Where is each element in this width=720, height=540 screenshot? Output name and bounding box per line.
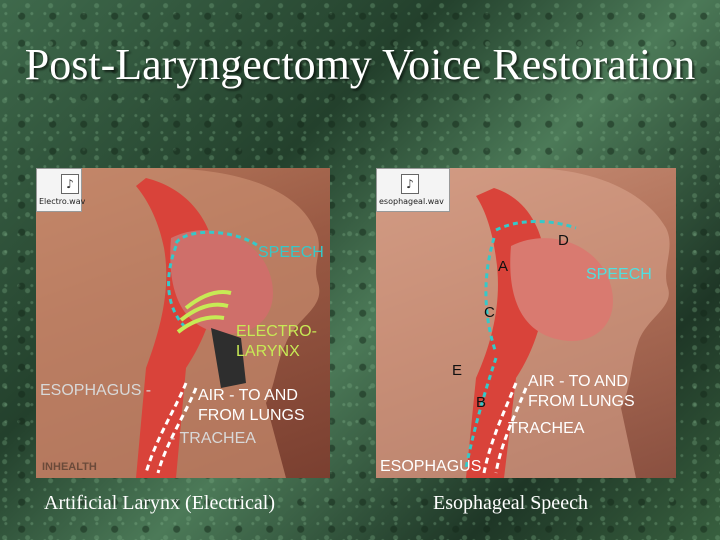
audio-file-name: esophageal.wav	[379, 197, 444, 206]
trachea-label: TRACHEA	[508, 420, 585, 437]
speech-label: SPEECH	[586, 266, 652, 283]
inhealth-watermark: INHEALTH	[42, 461, 97, 473]
electrolarynx-illustration: ♪ Electro.wav SPEECH ELECTRO- LARYNX ESO…	[36, 168, 330, 478]
air-label: AIR - TO AND FROM LUNGS	[528, 373, 635, 410]
sound-file-icon: ♪	[61, 174, 79, 194]
label-c: C	[484, 304, 495, 321]
caption-left: Artificial Larynx (Electrical)	[44, 492, 275, 514]
label-b: B	[476, 394, 487, 411]
label-a: A	[498, 258, 509, 275]
caption-right: Esophageal Speech	[433, 492, 588, 514]
audio-clip-right[interactable]: ♪ esophageal.wav	[376, 168, 450, 212]
trachea-label: - TRACHEA	[170, 430, 256, 447]
audio-clip-left[interactable]: ♪ Electro.wav	[36, 168, 86, 212]
label-d: D	[558, 232, 569, 249]
speech-label: SPEECH	[258, 244, 324, 261]
esophagus-label: ESOPHAGUS	[380, 458, 482, 475]
sound-file-icon: ♪	[401, 174, 419, 194]
head-neck-diagram-right	[376, 168, 670, 478]
air-label: AIR - TO AND FROM LUNGS	[198, 387, 305, 424]
slide-title: Post-Laryngectomy Voice Restoration	[24, 40, 696, 89]
head-neck-diagram-left	[36, 168, 320, 478]
esophagus-label: ESOPHAGUS -	[40, 382, 152, 399]
audio-file-name: Electro.wav	[39, 197, 86, 206]
electrolarynx-label: ELECTRO- LARYNX	[236, 323, 317, 360]
label-e: E	[452, 362, 463, 379]
esophageal-speech-illustration: ♪ esophageal.wav D A SPEECH C E B AIR - …	[376, 168, 676, 478]
